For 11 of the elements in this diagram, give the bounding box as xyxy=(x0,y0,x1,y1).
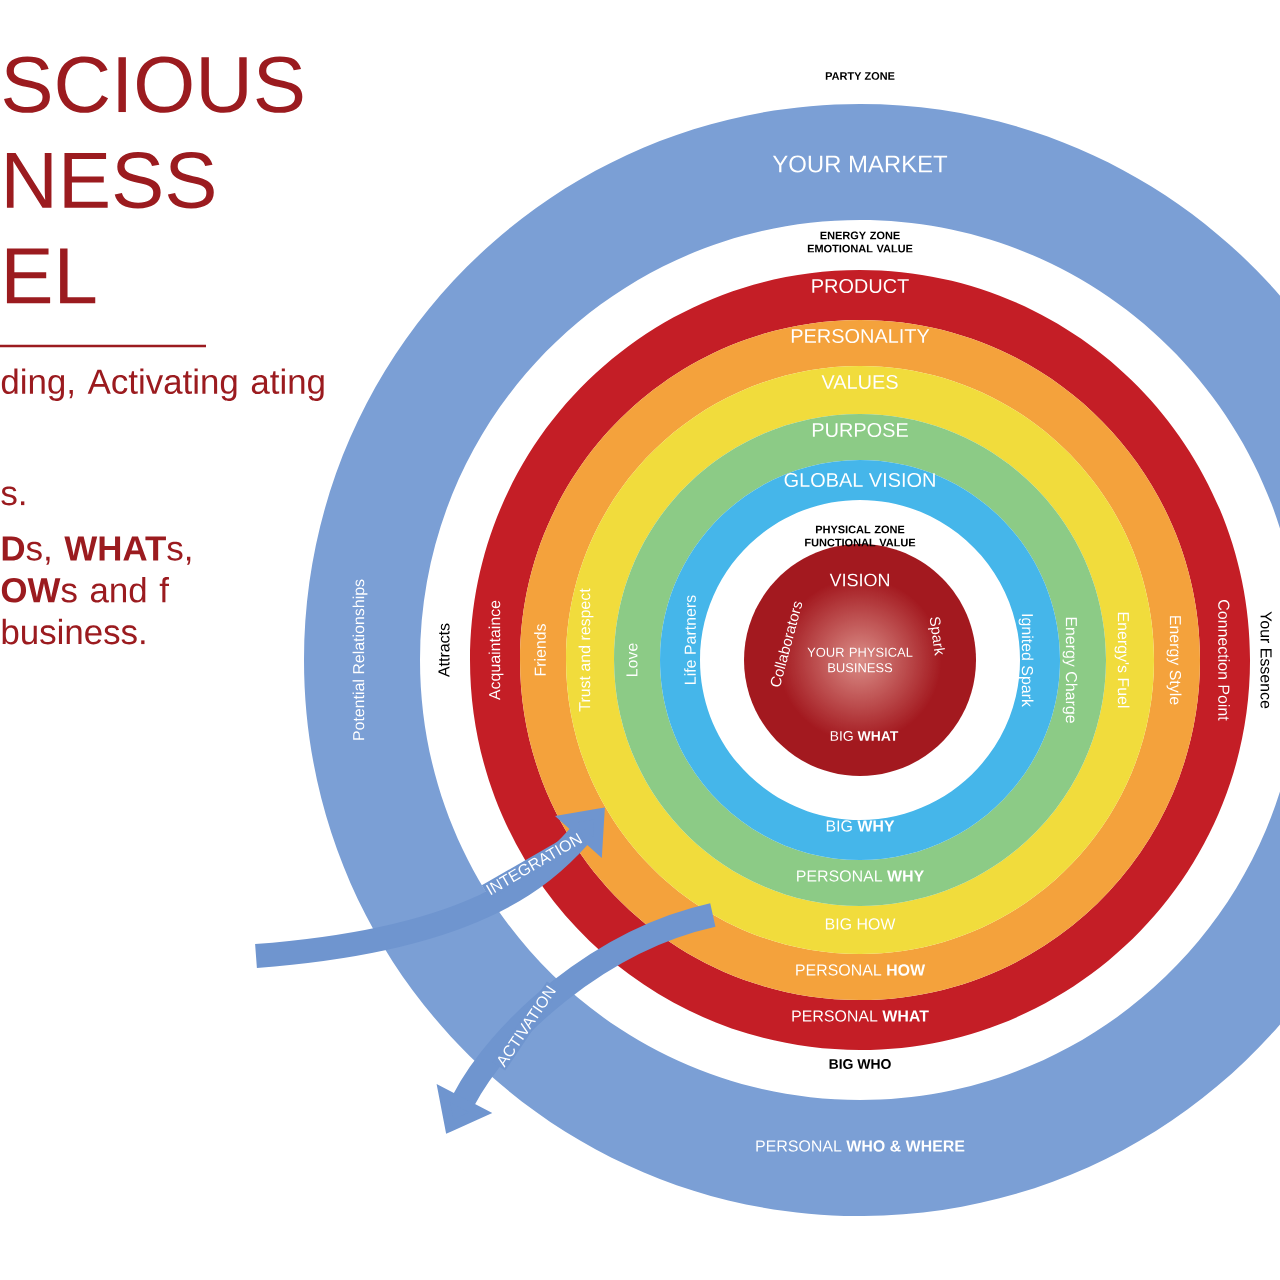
ring-label: PURPOSE xyxy=(812,422,908,438)
text-label: s. xyxy=(1,486,25,506)
text-label: ding, Activating ating xyxy=(1,368,324,401)
ring-label: PERSONALITY xyxy=(791,328,930,344)
ring-label: VISION xyxy=(829,573,889,587)
ring-label: VALUES xyxy=(821,374,898,390)
text-label: Ds, WHATs, OWs and f business. xyxy=(1,536,191,645)
title: SCIOUS NESS EL xyxy=(4,56,303,304)
ring-label: PRODUCT xyxy=(812,278,909,294)
ring-label: GLOBAL VISION xyxy=(784,472,935,488)
ring-label: YOUR MARKET xyxy=(772,155,948,173)
